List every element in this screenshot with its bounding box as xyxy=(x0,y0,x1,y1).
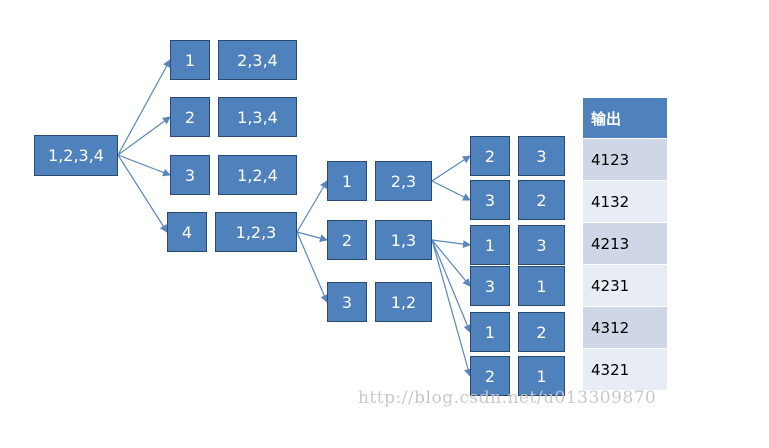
level3-rest-node: 2 xyxy=(518,312,565,352)
output-row: 4321 xyxy=(583,348,667,390)
level2-rest-node: 1,2 xyxy=(375,282,432,322)
tree-edge-arrow xyxy=(296,180,328,233)
level3-rest-node: 3 xyxy=(518,225,565,265)
tree-edge-arrow xyxy=(431,239,472,333)
level2-pick-node: 3 xyxy=(327,282,367,322)
level1-pick-node: 4 xyxy=(167,212,207,252)
tree-edge-arrow xyxy=(431,180,471,201)
tree-edge-arrow xyxy=(431,239,471,287)
tree-edge-arrow xyxy=(117,154,168,233)
level1-pick-node: 2 xyxy=(170,97,210,137)
output-row: 4213 xyxy=(583,222,667,264)
level2-rest-node: 1,3 xyxy=(375,220,432,260)
level3-pick-node: 2 xyxy=(470,356,510,396)
output-row: 4132 xyxy=(583,180,667,222)
level3-rest-node: 1 xyxy=(518,266,565,306)
tree-edge-arrow xyxy=(431,239,472,377)
output-table: 输出 4123 4132 4213 4231 4312 4321 xyxy=(583,98,667,390)
output-row: 4231 xyxy=(583,264,667,306)
level2-pick-node: 2 xyxy=(327,220,367,260)
level3-rest-node: 2 xyxy=(518,180,565,220)
level1-pick-node: 3 xyxy=(170,155,210,195)
level2-pick-node: 1 xyxy=(327,161,367,201)
level3-pick-node: 3 xyxy=(470,180,510,220)
level1-rest-node: 1,3,4 xyxy=(218,97,297,137)
level3-rest-node: 3 xyxy=(518,136,565,176)
level3-pick-node: 3 xyxy=(470,266,510,306)
level1-rest-node: 1,2,3 xyxy=(215,212,297,252)
level2-rest-node: 2,3 xyxy=(375,161,432,201)
level1-pick-node: 1 xyxy=(170,40,210,80)
output-header: 输出 xyxy=(583,98,667,138)
tree-edge-arrow xyxy=(296,231,328,243)
tree-edge-arrow xyxy=(431,155,471,182)
tree-edge-arrow xyxy=(117,116,171,156)
tree-edge-arrow xyxy=(296,231,328,303)
level3-rest-node: 1 xyxy=(518,356,565,396)
tree-edge-arrow xyxy=(117,154,171,177)
level3-pick-node: 1 xyxy=(470,225,510,265)
tree-edge-arrow xyxy=(431,239,471,249)
level1-rest-node: 1,2,4 xyxy=(218,155,297,195)
root-node: 1,2,3,4 xyxy=(34,135,118,176)
output-row: 4123 xyxy=(583,138,667,180)
tree-edge-arrow xyxy=(117,59,171,156)
level3-pick-node: 2 xyxy=(470,136,510,176)
watermark-text: http://blog.csdn.net/u013309870 xyxy=(358,388,657,408)
level1-rest-node: 2,3,4 xyxy=(218,40,297,80)
level3-pick-node: 1 xyxy=(470,312,510,352)
output-row: 4312 xyxy=(583,306,667,348)
